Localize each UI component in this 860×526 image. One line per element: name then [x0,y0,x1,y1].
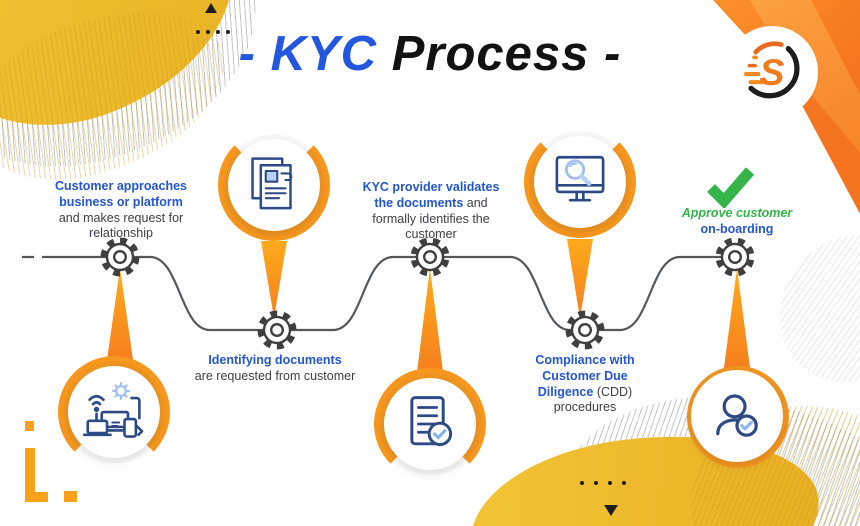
svg-text:S: S [760,51,785,93]
step4-rest: (CDD) procedures [553,384,633,415]
devices-icon [82,382,144,438]
step2-text: Identifying documents are requested from… [190,353,360,385]
step1-text: Customer approaches business or platform… [35,179,207,242]
document-check-icon [410,396,453,447]
step3-highlight: KYC provider validates the documents [362,180,500,210]
corner-l-horizontal [25,492,48,502]
step5-text: Approve customer on-boarding [662,206,812,238]
step3-rest: and formally identifies the customer [372,195,490,242]
stem-step2 [261,241,287,318]
title-dash-open: - [238,27,271,81]
gear-node-3 [410,237,450,277]
stem-step3 [417,268,443,372]
step1-rest: and makes request for relationship [58,210,184,241]
step5-onboarding: on-boarding [700,221,774,236]
corner-l-vertical [25,448,35,502]
triangle-ornament-top [205,3,217,13]
gear-node-4 [565,310,605,350]
step4-highlight: Compliance with Customer Due Diligence [535,353,635,399]
stem-step1 [107,268,133,360]
corner-dot-ornament [25,421,34,431]
stem-step4 [567,239,593,318]
gear-node-2 [257,310,297,350]
green-check-icon [704,166,756,213]
gear-node-1 [100,237,140,277]
connector-line [22,255,737,332]
documents-icon [251,157,293,210]
step3-text: KYC provider validates the documents and… [352,180,510,243]
bubble-step2 [228,139,320,231]
dots-ornament-bottom [580,481,626,485]
dots-ornament-top [196,30,230,34]
title-process: Process [377,27,590,81]
triangle-ornament-bottom [604,505,618,516]
bubble-step5 [691,370,783,462]
step2-rest: are requested from customer [194,368,356,383]
bubble-step1 [68,366,160,458]
step4-text: Compliance with Customer Due Diligence (… [520,353,650,416]
step2-highlight: Identifying documents [208,353,342,367]
brand-logo: S [726,26,818,118]
gear-node-5 [715,237,755,277]
bubble-step3 [384,378,476,470]
corner-square-ornament [64,491,77,502]
user-check-icon [716,394,758,437]
monitor-search-icon [555,155,605,202]
title-dash-close: - [589,27,622,81]
page-title: - KYC Process - [0,26,860,82]
s-speed-logo-icon: S [744,41,800,99]
stem-step5 [724,268,750,368]
bubble-step4 [534,136,626,228]
title-kyc: KYC [270,27,378,81]
step5-approve: Approve customer [681,206,793,220]
step1-highlight: Customer approaches business or platform [55,179,187,209]
